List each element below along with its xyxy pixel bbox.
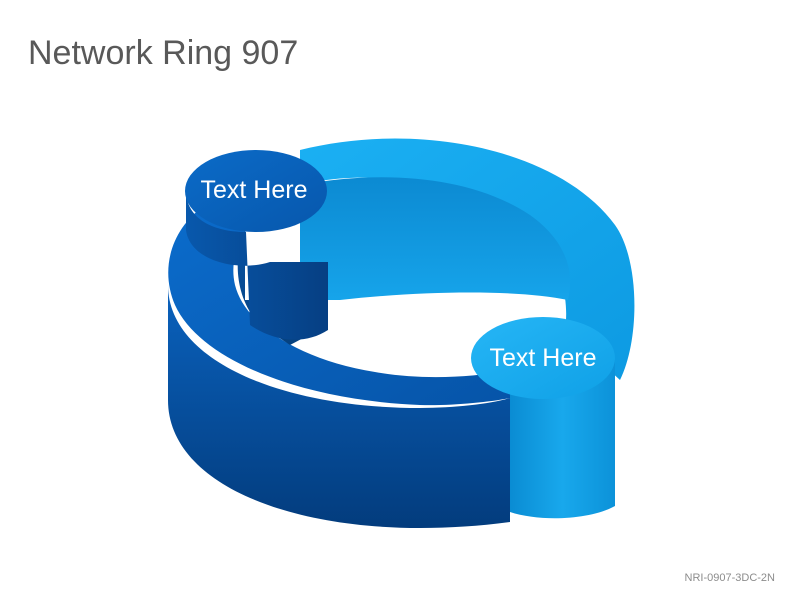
node-light-label: Text Here <box>490 344 597 372</box>
node-dark: Text Here <box>185 150 328 340</box>
node-light-side <box>510 360 615 519</box>
node-dark-cap <box>185 150 327 232</box>
node-light-cap <box>471 317 615 399</box>
footer-code: NRI-0907-3DC-2N <box>684 572 775 584</box>
ring-dark-segment <box>168 205 510 406</box>
node-dark-label: Text Here <box>201 176 308 204</box>
ring-dark-front-wall <box>168 285 510 528</box>
slide-title: Network Ring 907 <box>28 34 299 72</box>
ring-light-segment <box>300 138 635 380</box>
node-light: Text Here <box>471 317 615 519</box>
node-dark-side <box>186 190 328 340</box>
ring-light-inner-wall <box>300 177 571 300</box>
